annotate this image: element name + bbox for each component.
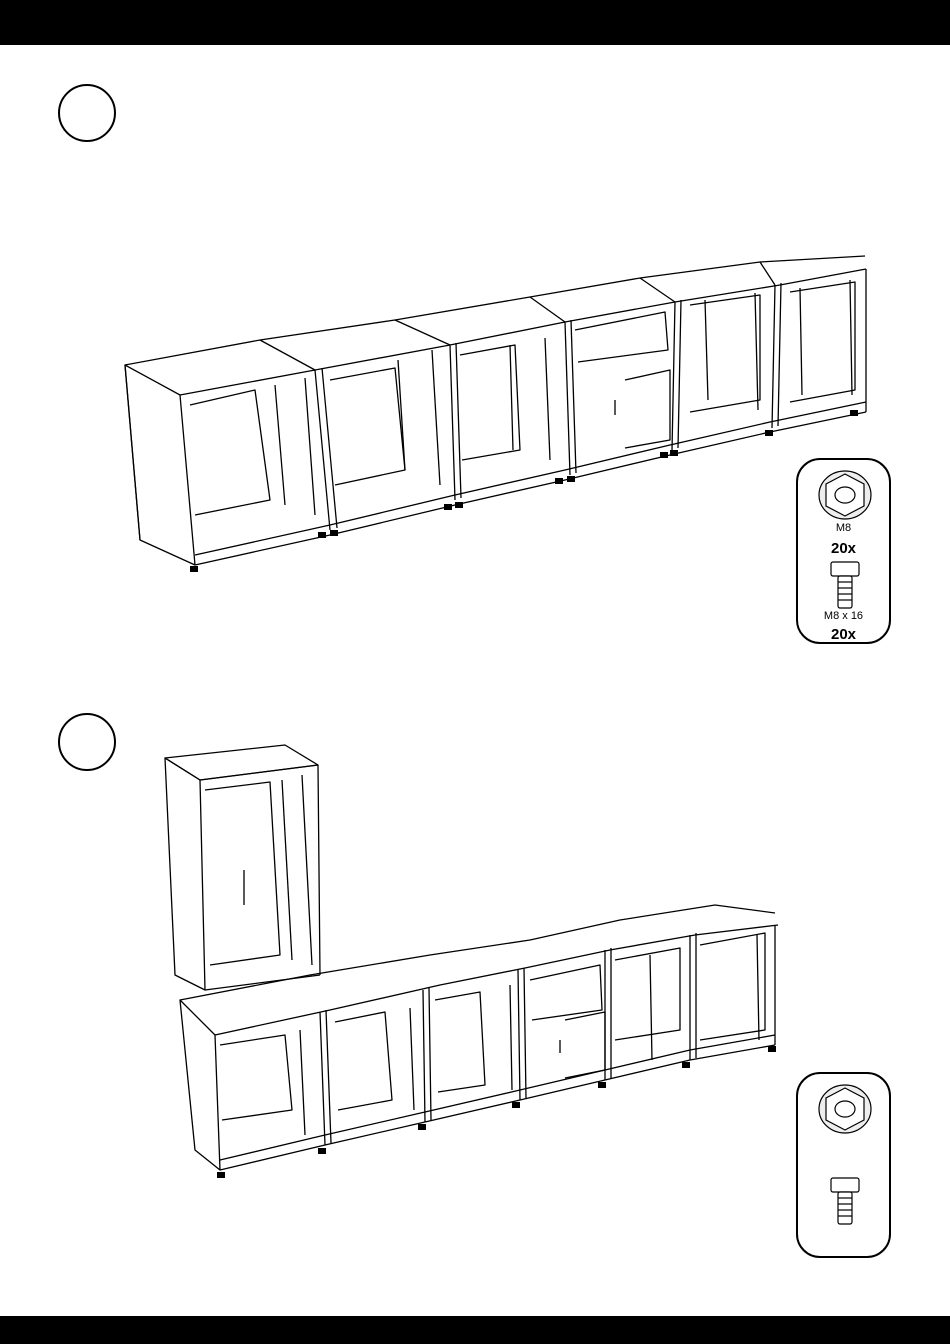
step-2-hardware-box bbox=[796, 1072, 891, 1258]
footer-bar bbox=[0, 1316, 950, 1344]
hex-bolt-icon bbox=[798, 1074, 893, 1260]
